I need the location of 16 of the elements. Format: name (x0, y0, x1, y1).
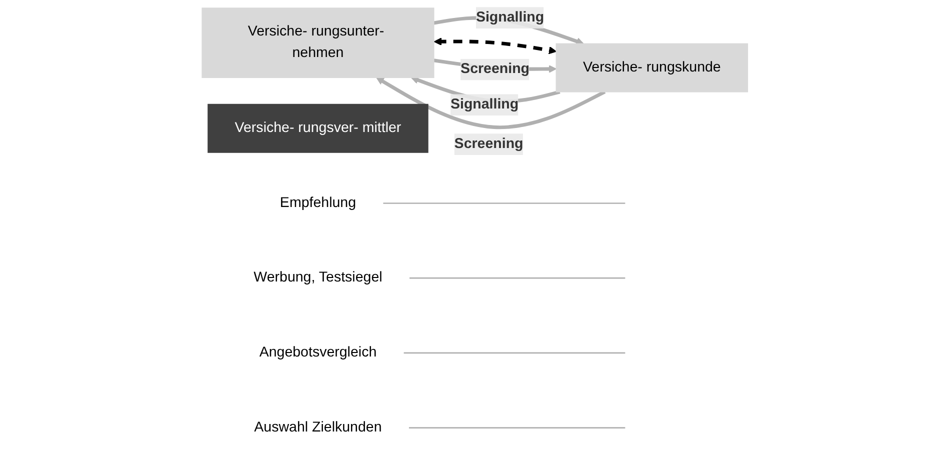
node-box: Versiche- rungskunde (555, 43, 748, 92)
edge-label: Screening (454, 136, 523, 152)
edge-label: Signalling (450, 96, 518, 112)
connector (382, 202, 625, 204)
connector (408, 277, 625, 279)
node-box: Versiche- rungsunter- nehmen (201, 8, 434, 78)
connector (408, 427, 625, 428)
node-box: Versiche- rungsver- mittler (207, 104, 428, 153)
connector (403, 352, 625, 354)
edge-label: Screening (460, 62, 530, 77)
node-text: Angebotsvergleich (258, 344, 376, 360)
node-text: Werbung, Testsiegel (253, 270, 382, 286)
node-text: Auswahl Zielkunden (254, 420, 382, 435)
edge-label: Signalling (476, 10, 544, 25)
node-text: Empfehlung (280, 195, 356, 210)
arrow (433, 38, 556, 54)
